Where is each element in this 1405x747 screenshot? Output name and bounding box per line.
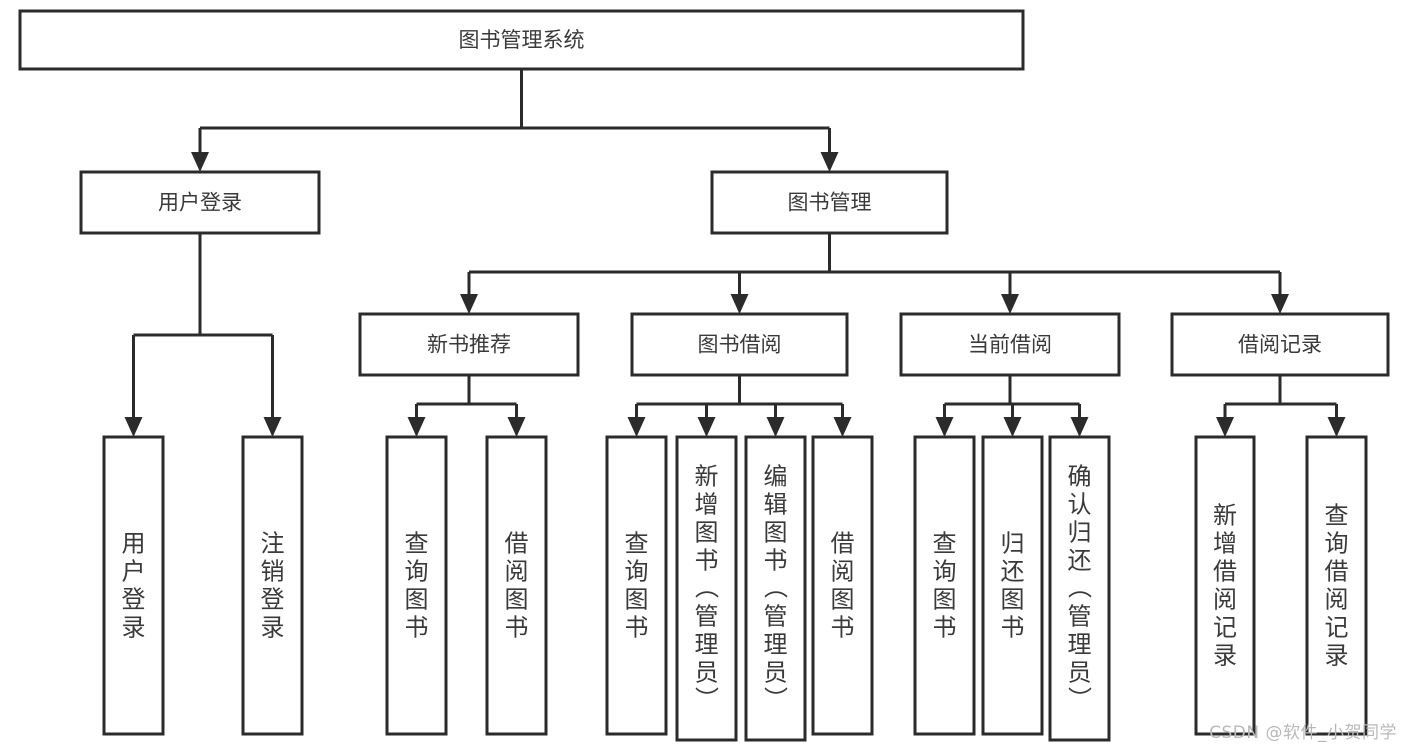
node-box-leaf-confirm-return bbox=[1048, 435, 1111, 742]
arrow-head-icon bbox=[730, 294, 749, 314]
node-box-leaf-query-book-c bbox=[913, 435, 976, 736]
arrow-head-icon bbox=[697, 417, 716, 437]
node-new-book-rec[interactable]: 新书推荐 bbox=[358, 312, 580, 377]
node-leaf-query-book-rec[interactable]: 查询图书 bbox=[385, 435, 448, 736]
node-box-root bbox=[18, 9, 1025, 71]
connector-bookborrow-to-leaves bbox=[627, 375, 852, 437]
arrow-head-icon bbox=[460, 294, 478, 314]
node-layer: 图书管理系统用户登录图书管理新书推荐图书借阅当前借阅借阅记录用户登录注销登录查询… bbox=[18, 9, 1390, 742]
node-box-new-book-rec bbox=[358, 312, 580, 377]
node-box-leaf-add-book bbox=[675, 435, 738, 742]
node-book-borrow[interactable]: 图书借阅 bbox=[630, 312, 849, 377]
node-box-leaf-return-book bbox=[981, 435, 1044, 736]
node-borrow-record[interactable]: 借阅记录 bbox=[1170, 312, 1390, 377]
arrow-head-icon bbox=[833, 417, 852, 437]
node-leaf-borrow-book-rec[interactable]: 借阅图书 bbox=[485, 435, 548, 736]
arrow-head-icon bbox=[1001, 294, 1019, 314]
node-root[interactable]: 图书管理系统 bbox=[18, 9, 1025, 71]
node-box-book-manage bbox=[710, 170, 949, 235]
node-label-leaf-logout: 注销登录 bbox=[261, 529, 285, 641]
node-label-leaf-return-book: 归还图书 bbox=[1001, 529, 1025, 641]
node-box-leaf-borrow-book-b bbox=[811, 435, 874, 736]
arrow-head-icon bbox=[820, 152, 839, 172]
node-label-leaf-query-book-rec: 查询图书 bbox=[405, 529, 429, 641]
arrow-head-icon bbox=[1271, 294, 1289, 314]
connector-newbook-to-leaves bbox=[407, 375, 526, 437]
node-leaf-query-book-c[interactable]: 查询图书 bbox=[913, 435, 976, 736]
node-label-book-manage: 图书管理 bbox=[788, 191, 872, 215]
node-label-borrow-record: 借阅记录 bbox=[1238, 333, 1322, 357]
node-leaf-borrow-book-b[interactable]: 借阅图书 bbox=[811, 435, 874, 736]
node-box-leaf-edit-book bbox=[744, 435, 807, 742]
arrow-head-icon bbox=[124, 417, 143, 437]
node-book-manage[interactable]: 图书管理 bbox=[710, 170, 949, 235]
csdn-watermark: CSDN @软件_小贺同学 bbox=[1209, 723, 1397, 743]
arrow-head-icon bbox=[1327, 417, 1346, 437]
arrow-head-icon bbox=[507, 417, 526, 437]
node-label-leaf-query-book-c: 查询图书 bbox=[933, 529, 957, 641]
node-label-leaf-borrow-book-b: 借阅图书 bbox=[831, 529, 855, 641]
node-label-user-login: 用户登录 bbox=[158, 191, 242, 215]
node-label-root: 图书管理系统 bbox=[459, 28, 585, 52]
node-box-leaf-logout bbox=[241, 435, 304, 736]
connector-borrowrecord-to-leaves bbox=[1216, 375, 1346, 437]
arrow-head-icon bbox=[1070, 417, 1089, 437]
connector-root-to-level2 bbox=[191, 69, 839, 172]
connector-currentborrow-to-leaves bbox=[935, 375, 1089, 437]
node-leaf-query-record[interactable]: 查询借阅记录 bbox=[1305, 435, 1368, 736]
node-user-login[interactable]: 用户登录 bbox=[79, 170, 321, 235]
node-label-leaf-add-record: 新增借阅记录 bbox=[1213, 501, 1237, 669]
node-leaf-edit-book[interactable]: 编辑图书（管理员） bbox=[744, 435, 807, 742]
arrow-head-icon bbox=[263, 417, 282, 437]
node-label-leaf-borrow-book-rec: 借阅图书 bbox=[505, 529, 529, 641]
node-label-book-borrow: 图书借阅 bbox=[698, 333, 782, 357]
arrow-head-icon bbox=[1216, 417, 1234, 437]
node-box-leaf-add-record bbox=[1194, 435, 1256, 736]
connector-userlogin-to-leaves bbox=[124, 233, 282, 437]
node-leaf-add-record[interactable]: 新增借阅记录 bbox=[1194, 435, 1256, 736]
node-box-current-borrow bbox=[899, 312, 1121, 377]
node-label-current-borrow: 当前借阅 bbox=[968, 333, 1052, 357]
node-label-leaf-query-record: 查询借阅记录 bbox=[1325, 501, 1349, 669]
node-box-leaf-user-login bbox=[102, 435, 165, 736]
node-box-leaf-borrow-book-rec bbox=[485, 435, 548, 736]
node-leaf-add-book[interactable]: 新增图书（管理员） bbox=[675, 435, 738, 742]
node-box-borrow-record bbox=[1170, 312, 1390, 377]
node-current-borrow[interactable]: 当前借阅 bbox=[899, 312, 1121, 377]
node-leaf-return-book[interactable]: 归还图书 bbox=[981, 435, 1044, 736]
node-leaf-query-book-b[interactable]: 查询图书 bbox=[605, 435, 668, 736]
arrow-head-icon bbox=[766, 417, 785, 437]
node-leaf-logout[interactable]: 注销登录 bbox=[241, 435, 304, 736]
node-label-new-book-rec: 新书推荐 bbox=[427, 333, 511, 357]
node-box-book-borrow bbox=[630, 312, 849, 377]
arrow-head-icon bbox=[191, 152, 209, 172]
connector-layer bbox=[124, 69, 1346, 437]
arrow-head-icon bbox=[1003, 417, 1022, 437]
node-label-leaf-user-login: 用户登录 bbox=[122, 529, 146, 641]
node-box-leaf-query-book-rec bbox=[385, 435, 448, 736]
node-box-leaf-query-record bbox=[1305, 435, 1368, 736]
connector-bookmanage-to-level3 bbox=[460, 233, 1289, 314]
node-leaf-user-login[interactable]: 用户登录 bbox=[102, 435, 165, 736]
node-label-leaf-query-book-b: 查询图书 bbox=[625, 529, 649, 641]
node-label-leaf-edit-book: 编辑图书（管理员） bbox=[764, 462, 788, 714]
node-leaf-confirm-return[interactable]: 确认归还（管理员） bbox=[1048, 435, 1111, 742]
node-box-leaf-query-book-b bbox=[605, 435, 668, 736]
node-label-leaf-confirm-return: 确认归还（管理员） bbox=[1068, 462, 1092, 714]
node-box-user-login bbox=[79, 170, 321, 235]
arrow-head-icon bbox=[627, 417, 646, 437]
arrow-head-icon bbox=[407, 417, 426, 437]
arrow-head-icon bbox=[935, 417, 954, 437]
node-label-leaf-add-book: 新增图书（管理员） bbox=[695, 462, 719, 714]
